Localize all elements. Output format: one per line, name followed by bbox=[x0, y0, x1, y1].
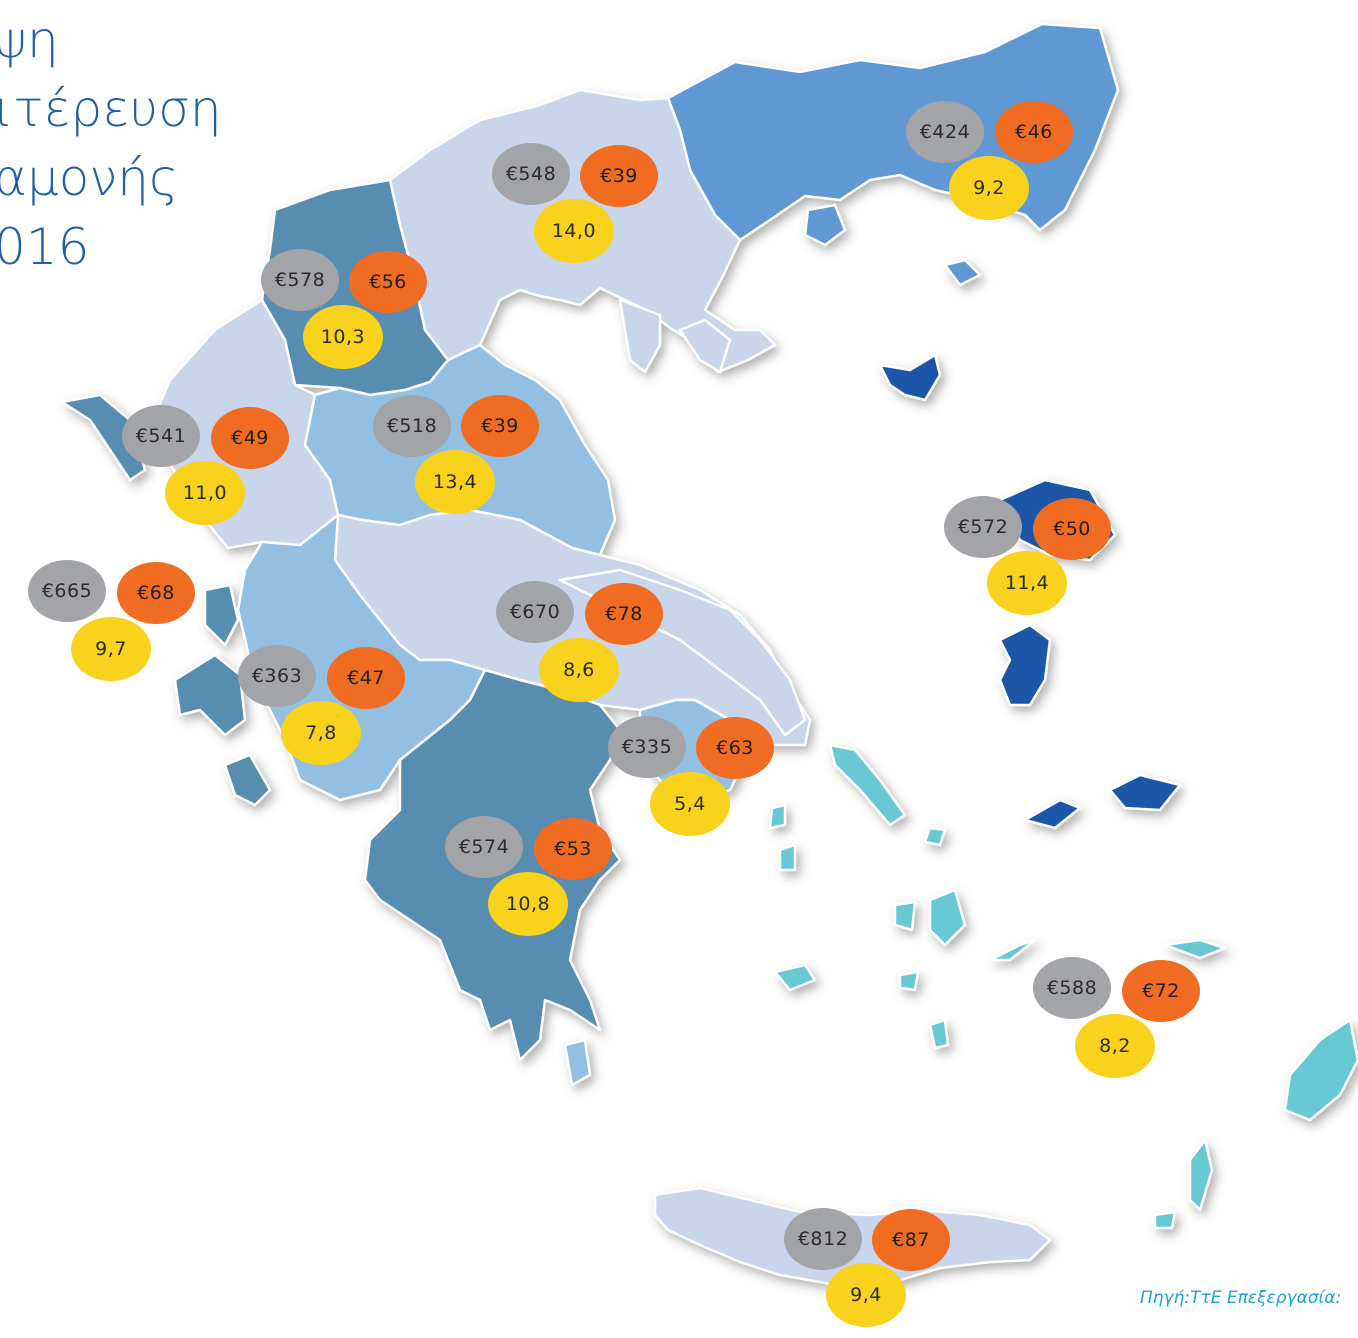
spend-badge: €588 bbox=[1033, 957, 1111, 1019]
stay-badge: 11,4 bbox=[987, 551, 1067, 615]
region-chalkidiki bbox=[618, 298, 732, 374]
island-kos bbox=[1163, 938, 1227, 960]
per-day-badge: €87 bbox=[872, 1209, 950, 1271]
source-note: Πηγή:ΤτΕ Επεξεργασία: bbox=[1140, 1288, 1342, 1308]
per-day-badge: €47 bbox=[327, 647, 405, 709]
spend-badge: €518 bbox=[373, 395, 451, 457]
island-andros bbox=[828, 743, 907, 827]
stay-badge: 10,3 bbox=[303, 305, 383, 369]
per-day-badge: €63 bbox=[696, 717, 774, 779]
island-lemnos bbox=[878, 353, 942, 402]
per-day-badge: €53 bbox=[534, 818, 612, 880]
stay-badge: 13,4 bbox=[415, 450, 495, 514]
island-kythnos bbox=[778, 843, 797, 872]
island-samothrace bbox=[943, 258, 982, 287]
stay-badge: 14,0 bbox=[534, 199, 614, 263]
per-day-badge: €46 bbox=[995, 101, 1073, 163]
spend-badge: €812 bbox=[784, 1208, 862, 1270]
per-day-badge: €56 bbox=[349, 251, 427, 313]
per-day-badge: €39 bbox=[461, 395, 539, 457]
per-day-badge: €72 bbox=[1122, 960, 1200, 1022]
spend-badge: €578 bbox=[261, 249, 339, 311]
island-milos bbox=[773, 963, 817, 992]
island-kythira bbox=[563, 1038, 592, 1087]
per-day-badge: €68 bbox=[117, 562, 195, 624]
stay-badge: 8,2 bbox=[1075, 1014, 1155, 1078]
island-ios bbox=[898, 970, 920, 992]
island-chios bbox=[998, 623, 1052, 707]
island-karpathos bbox=[1188, 1138, 1214, 1212]
island-thasos bbox=[803, 203, 847, 247]
per-day-badge: €50 bbox=[1033, 498, 1111, 560]
island-lefkada bbox=[203, 583, 240, 647]
island-zakynthos bbox=[223, 753, 272, 807]
island-santorini bbox=[928, 1018, 950, 1050]
spend-badge: €574 bbox=[445, 816, 523, 878]
title-line-3: αμονής bbox=[0, 149, 179, 207]
per-day-badge: €78 bbox=[585, 583, 663, 645]
island-kea bbox=[768, 803, 787, 830]
stay-badge: 9,2 bbox=[949, 156, 1029, 220]
map-title: ψη ιτέρευση αμονής 016 bbox=[0, 6, 222, 282]
spend-badge: €335 bbox=[608, 716, 686, 778]
island-rhodes bbox=[1283, 1018, 1358, 1122]
stay-badge: 8,6 bbox=[539, 638, 619, 702]
stay-badge: 10,8 bbox=[488, 872, 568, 936]
island-paros bbox=[893, 900, 917, 932]
island-ikaria bbox=[1023, 798, 1082, 830]
island-tinos bbox=[923, 826, 947, 847]
stay-badge: 9,7 bbox=[71, 617, 151, 681]
per-day-badge: €49 bbox=[211, 407, 289, 469]
spend-badge: €541 bbox=[122, 405, 200, 467]
stay-badge: 7,8 bbox=[281, 701, 361, 765]
spend-badge: €670 bbox=[496, 581, 574, 643]
island-kasos bbox=[1153, 1210, 1177, 1230]
island-amorgos bbox=[988, 938, 1037, 962]
per-day-badge: €39 bbox=[580, 145, 658, 207]
title-line-4: 016 bbox=[0, 218, 90, 276]
spend-badge: €363 bbox=[238, 645, 316, 707]
stay-badge: 9,4 bbox=[826, 1263, 906, 1327]
title-line-1: ψη bbox=[0, 11, 59, 69]
island-samos bbox=[1108, 773, 1182, 812]
island-kefalonia bbox=[173, 653, 247, 737]
stay-badge: 5,4 bbox=[650, 772, 730, 836]
spend-badge: €665 bbox=[28, 560, 106, 622]
island-naxos bbox=[928, 888, 967, 947]
spend-badge: €572 bbox=[944, 496, 1022, 558]
title-line-2: ιτέρευση bbox=[0, 80, 222, 138]
island-corfu bbox=[60, 393, 147, 482]
spend-badge: €424 bbox=[906, 101, 984, 163]
stay-badge: 11,0 bbox=[165, 461, 245, 525]
spend-badge: €548 bbox=[492, 143, 570, 205]
